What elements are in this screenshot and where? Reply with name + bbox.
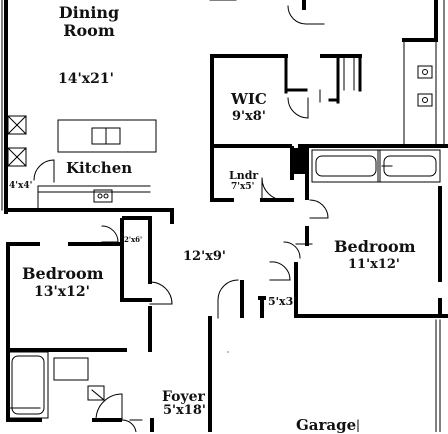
room-size-hall: 12'x9' — [183, 249, 226, 264]
room-size-foyer: 5'x18' — [163, 403, 206, 418]
laundry-appliance — [294, 148, 306, 174]
room-name-dining: Dining Room — [56, 4, 122, 40]
room-name-laundry: Lndr — [229, 169, 259, 182]
walls — [4, 0, 448, 432]
room-size-bedroom-left: 13'x12' — [34, 284, 90, 300]
room-name-garage: Garage — [296, 416, 357, 434]
room-size-bedroom-right: 11'x12' — [348, 257, 400, 272]
room-name-bedroom-right: Bedroom — [334, 237, 416, 256]
room-size-dining: 14'x21' — [58, 71, 114, 87]
room-size-wic: 9'x8' — [232, 109, 266, 124]
room-size-pantry: 4'x4' — [9, 181, 33, 191]
dining-name-text: Dining Room — [58, 3, 120, 40]
room-name-wic: WIC — [231, 90, 267, 108]
wic-walls — [284, 54, 362, 104]
room-name-foyer: Foyer — [162, 389, 205, 405]
room-name-kitchen: Kitchen — [66, 159, 133, 177]
room-size-closet-small: 2'x6' — [124, 235, 143, 244]
room-size-closet-right: 5'x3' — [268, 295, 297, 308]
room-size-laundry: 7'x5' — [231, 182, 255, 192]
room-name-bedroom-left: Bedroom — [22, 264, 104, 283]
